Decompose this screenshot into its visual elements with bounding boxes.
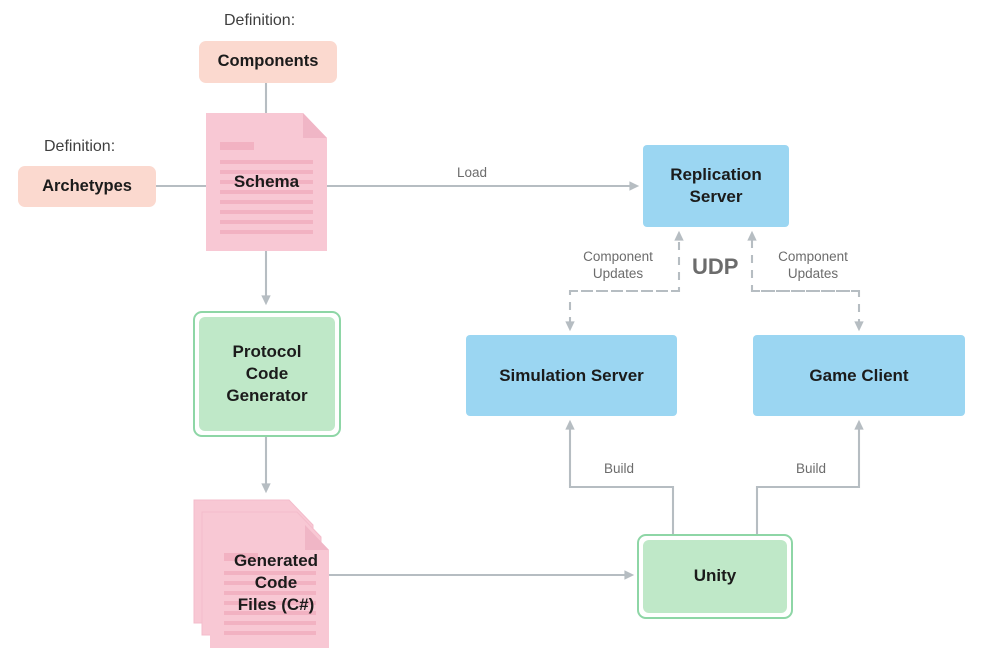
node-protocol-code-generator-inner: Protocol Code Generator xyxy=(199,317,335,431)
edge-label-component-updates-right-line2: Updates xyxy=(787,266,839,281)
node-replication-server-label: Replication Server xyxy=(670,165,762,206)
node-simulation-server[interactable]: Simulation Server xyxy=(466,335,677,416)
node-game-client-label: Game Client xyxy=(809,365,909,385)
node-components[interactable]: Components xyxy=(199,41,337,83)
wire-unity-to-gameclient xyxy=(755,419,864,535)
schema-text-lines xyxy=(220,142,313,234)
node-unity-inner: Unity xyxy=(643,540,787,613)
node-unity[interactable]: Unity xyxy=(637,534,793,619)
node-components-label: Components xyxy=(217,52,319,71)
node-protocol-code-generator[interactable]: Protocol Code Generator xyxy=(193,311,341,437)
wire-unity-to-simulation xyxy=(565,419,675,535)
node-protocol-code-generator-label: Protocol Code Generator xyxy=(226,341,308,406)
node-archetypes-label: Archetypes xyxy=(42,176,132,195)
generated-folded-corner xyxy=(305,525,329,550)
node-simulation-server-label: Simulation Server xyxy=(499,365,644,385)
edge-label-component-updates-left-line2: Updates xyxy=(592,266,644,281)
schema-folded-corner xyxy=(303,113,327,138)
edge-label-load: Load xyxy=(456,165,488,180)
wire-replication-to-simulation xyxy=(565,289,679,332)
edge-label-build-left: Build xyxy=(603,461,635,476)
node-generated-code-files[interactable] xyxy=(193,499,330,648)
wire-replication-to-gameclient xyxy=(752,289,864,332)
edge-label-component-updates-left-line1: Component xyxy=(583,249,653,264)
node-archetypes[interactable]: Archetypes xyxy=(18,166,156,207)
node-game-client[interactable]: Game Client xyxy=(753,335,965,416)
archetypes-definition-caption: Definition: xyxy=(44,138,116,155)
components-definition-caption: Definition: xyxy=(224,12,296,29)
edge-label-component-updates-right-line1: Component xyxy=(778,249,848,264)
node-schema[interactable] xyxy=(206,113,327,251)
edge-label-build-right: Build xyxy=(795,461,827,476)
node-unity-label: Unity xyxy=(693,566,737,586)
node-replication-server[interactable]: Replication Server xyxy=(643,145,789,227)
edge-label-udp: UDP xyxy=(692,254,739,279)
generated-text-lines xyxy=(224,553,316,635)
